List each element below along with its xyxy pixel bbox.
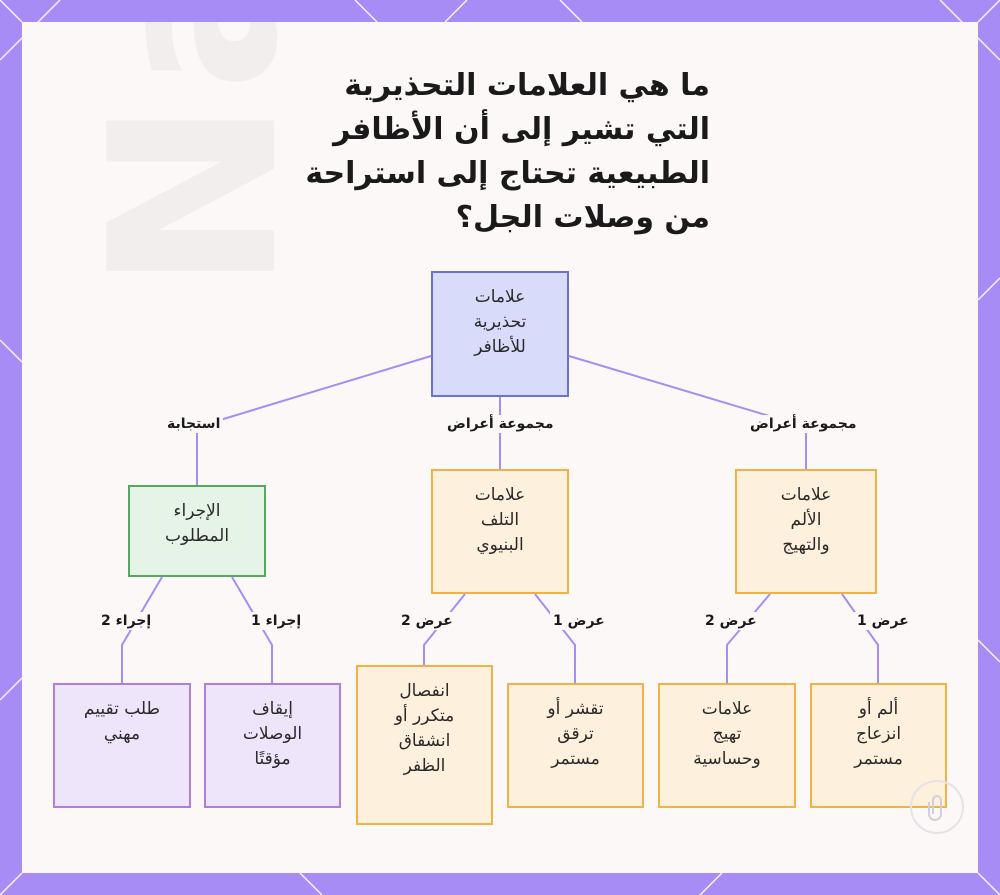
edge-label-response: استجابة — [164, 415, 224, 433]
node-separation-splitting: انفصال متكرر أو انشقاق الظفر — [356, 665, 493, 825]
node-professional-evaluation: طلب تقييم مهني — [53, 683, 191, 808]
diagram-title: ما هي العلامات التحذيرية التي تشير إلى أ… — [305, 68, 710, 235]
node-structural-damage: علامات التلف البنيوي — [431, 469, 569, 594]
edge-pain-irritation — [726, 593, 771, 683]
edge-label-pain-symptom-2: عرض 2 — [702, 612, 760, 630]
edge-label-action-2: إجراء 2 — [98, 612, 155, 630]
edge-root-pain — [568, 355, 807, 469]
paperclip-icon — [910, 780, 964, 834]
edge-label-damage-symptom-2: عرض 2 — [398, 612, 456, 630]
edge-damage-separation — [423, 593, 466, 665]
edge-action-stop — [231, 576, 273, 683]
node-irritation-sensitivity: علامات تهيج وحساسية — [658, 683, 796, 808]
node-stop-extensions: إيقاف الوصلات مؤقتًا — [204, 683, 341, 808]
node-pain-irritation: علامات الألم والتهيج — [735, 469, 877, 594]
edge-pain-ache — [841, 593, 879, 683]
node-action-required: الإجراء المطلوب — [128, 485, 266, 577]
edge-label-pain-symptom-1: عرض 1 — [854, 612, 912, 630]
edge-label-damage-symptom-1: عرض 1 — [550, 612, 608, 630]
edge-label-action-1: إجراء 1 — [248, 612, 305, 630]
edge-label-symptom-group-right: مجموعة أعراض — [747, 415, 860, 433]
edge-damage-peeling — [534, 593, 576, 683]
node-peeling-thinning: تقشر أو ترقق مستمر — [507, 683, 644, 808]
edge-root-action — [196, 355, 432, 485]
edge-action-eval — [121, 576, 163, 683]
edge-label-symptom-group-mid: مجموعة أعراض — [444, 415, 557, 433]
node-root-warning-signs: علامات تحذيرية للأظافر — [431, 271, 569, 397]
